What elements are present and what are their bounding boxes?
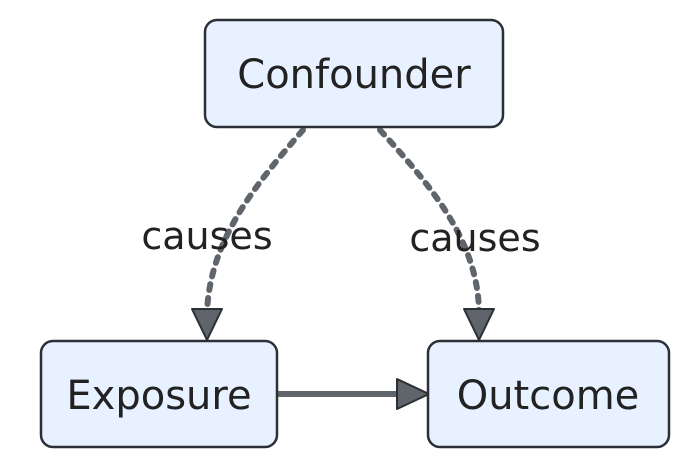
- edge-line-confounder-exposure: [204, 127, 306, 315]
- arrowhead-exposure: [191, 308, 223, 341]
- node-outcome-box: [426, 339, 671, 449]
- node-outcome-label: Outcome: [457, 373, 640, 419]
- edge-exposure-outcome: [278, 378, 430, 410]
- node-confounder-box: [203, 18, 505, 129]
- arrowhead-outcome-dashed: [463, 308, 495, 341]
- edge-label-confounder-exposure: causes: [141, 214, 272, 258]
- node-exposure[interactable]: Exposure: [39, 339, 279, 449]
- node-confounder[interactable]: Confounder: [203, 18, 505, 129]
- edge-line-confounder-outcome: [377, 127, 482, 315]
- arrowhead-outcome-solid: [396, 378, 430, 410]
- edge-label-confounder-outcome: causes: [409, 216, 540, 260]
- node-exposure-box: [39, 339, 279, 449]
- node-confounder-label: Confounder: [237, 52, 471, 98]
- edge-confounder-outcome: causes: [377, 127, 541, 341]
- node-exposure-label: Exposure: [66, 373, 251, 419]
- edge-confounder-exposure: causes: [141, 127, 306, 341]
- node-outcome[interactable]: Outcome: [426, 339, 671, 449]
